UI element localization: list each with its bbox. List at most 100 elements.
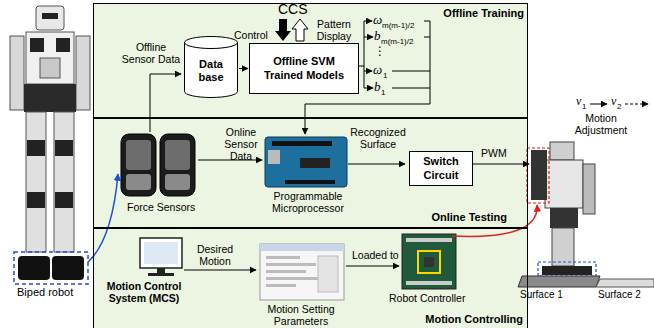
- biped-robot-photo: [18, 256, 50, 280]
- figure-label: Pattern Display: [311, 18, 357, 42]
- signal-wire: [364, 71, 372, 72]
- side-robot-photo: [583, 164, 595, 214]
- figure-label: m(m-1)/2: [382, 21, 414, 30]
- figure-label: ⋮: [374, 45, 386, 59]
- signal-wire: [346, 266, 399, 267]
- force-sensor-photo: [165, 140, 190, 170]
- biped-robot-photo: [10, 36, 24, 110]
- side-robot-photo: [545, 160, 583, 208]
- force-sensor-photo: [121, 134, 156, 196]
- cylinder-outline: [185, 42, 238, 98]
- figure-label: 1: [381, 88, 385, 97]
- surface-slab: [596, 279, 654, 287]
- computer-icon: [140, 238, 182, 276]
- figure-label: b: [374, 29, 381, 44]
- figure-label: Control: [234, 29, 268, 41]
- figure-label: 1: [582, 102, 586, 111]
- callout-arrow: [88, 174, 537, 262]
- signal-wire: [150, 74, 181, 132]
- microprocessor-photo: [268, 150, 280, 164]
- signal-wire: [184, 270, 256, 271]
- flow-arrow: [239, 68, 248, 69]
- computer-icon: [148, 273, 174, 276]
- figure-label: Offline Sensor Data: [121, 41, 181, 65]
- settings-screenshot: [266, 256, 300, 259]
- biped-robot-photo: [10, 6, 90, 284]
- biped-robot-photo: [30, 38, 44, 52]
- controller-board-photo: [418, 251, 440, 273]
- panel-fill: [93, 118, 528, 228]
- settings-screenshot: [260, 244, 344, 300]
- figure-label: Motion Setting Parameters: [258, 303, 344, 327]
- microprocessor-photo: [265, 137, 347, 187]
- figure-label: 1: [383, 71, 387, 80]
- microprocessor-photo: [272, 141, 332, 146]
- signal-wire: [364, 21, 372, 22]
- figure-label: Desired Motion: [190, 243, 240, 267]
- biped-robot-photo: [55, 192, 73, 208]
- side-robot-photo: [527, 148, 549, 203]
- block-arrow: [275, 19, 308, 41]
- biped-robot-photo: [27, 192, 45, 208]
- node-text: Data base: [190, 58, 232, 84]
- panel-fill: [93, 3, 528, 328]
- microprocessor-photo: [300, 158, 330, 168]
- settings-screenshot: [266, 284, 296, 287]
- force-sensor-photo: [126, 140, 151, 170]
- side-robot-photo: [550, 208, 578, 228]
- switch-box: Switch Circuit: [409, 151, 473, 186]
- side-robot-photo: [552, 228, 574, 266]
- settings-screenshot: [266, 270, 306, 273]
- panel-heading: Motion Controlling: [425, 313, 523, 325]
- microprocessor-photo: [265, 137, 347, 187]
- biped-robot-photo: [42, 13, 58, 19]
- figure-label: Motion Adjustment: [572, 112, 630, 136]
- force-sensor-photo: [165, 174, 190, 190]
- biped-robot-photo: [76, 36, 90, 110]
- biped-robot-photo: [27, 140, 45, 156]
- biped-robot-photo: [36, 6, 64, 30]
- signal-wire: [364, 37, 373, 38]
- node-text: Offline SVM Trained Models: [254, 55, 354, 81]
- force-sensor-photo: [160, 134, 195, 196]
- panel-fill: [93, 228, 528, 328]
- figure-label: Biped robot: [17, 286, 73, 299]
- computer-icon: [140, 238, 182, 268]
- node-text: Switch Circuit: [414, 155, 468, 181]
- side-robot-photo: [542, 266, 592, 275]
- surface-slab: [518, 276, 600, 287]
- signal-wire: [625, 104, 648, 105]
- signal-wire: [473, 164, 529, 165]
- block-arrow: [292, 19, 308, 41]
- settings-screenshot: [260, 244, 344, 300]
- biped-robot-photo: [55, 140, 73, 156]
- side-robot-photo: [538, 262, 596, 276]
- signal-wire: [150, 21, 648, 270]
- figure-label: Motion Control System (MCS): [96, 280, 192, 304]
- figure-label: 2: [617, 102, 621, 111]
- controller-board-photo: [402, 234, 456, 289]
- biped-robot-photo: [26, 32, 74, 84]
- figure-label: PWM: [481, 147, 507, 159]
- signal-wire: [590, 104, 607, 105]
- settings-screenshot: [266, 263, 316, 266]
- force-sensor-photo: [121, 134, 195, 196]
- figure-label: Robot Controller: [389, 292, 465, 304]
- controller-board-photo: [424, 257, 434, 267]
- cylinder-outline: [185, 37, 238, 49]
- biped-robot-photo: [26, 112, 46, 252]
- panel-heading: Offline Training: [443, 7, 524, 19]
- figure-label: Loaded to: [352, 249, 399, 261]
- surface-slab: [518, 276, 654, 287]
- signal-wire: [348, 164, 405, 165]
- biped-robot-photo: [56, 38, 70, 52]
- database-cylinder: Data base: [184, 36, 238, 98]
- settings-screenshot: [266, 277, 322, 280]
- figure-label: Surface 1: [520, 289, 563, 301]
- panel-fill: [93, 3, 528, 118]
- figure-label: b: [374, 80, 381, 95]
- model-box: Offline SVM Trained Models: [249, 43, 359, 94]
- biped-robot-photo: [40, 58, 60, 78]
- figure-label: v: [576, 95, 581, 109]
- settings-screenshot: [260, 244, 344, 251]
